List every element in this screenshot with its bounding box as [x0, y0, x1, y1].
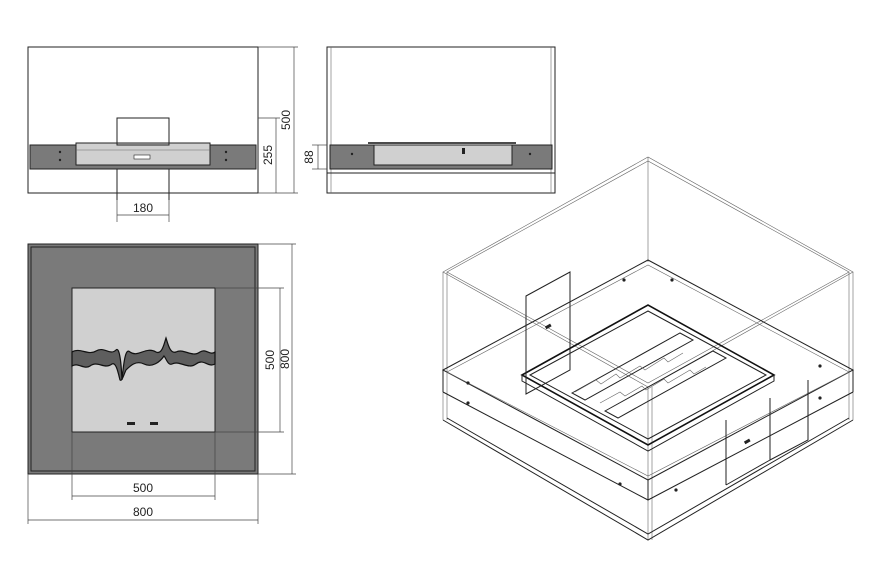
- side-base-height-label: 88: [302, 150, 316, 164]
- front-height-label: 500: [279, 110, 293, 130]
- front-view: 180 500 255: [27, 46, 298, 222]
- top-view-flame: [71, 336, 216, 381]
- side-view: 88: [302, 46, 556, 194]
- side-view-outline: [326, 46, 556, 194]
- top-inner-width-label: 500: [133, 481, 153, 495]
- top-outer-width-label: 800: [133, 505, 153, 519]
- side-view-burner: [373, 144, 513, 166]
- front-view-glass-panel: [116, 117, 170, 146]
- top-inner-height-label: 500: [263, 350, 277, 370]
- top-outer-height-label: 800: [278, 349, 292, 369]
- top-view: 500 800 500 800: [27, 243, 296, 524]
- isometric-view: [441, 156, 855, 541]
- front-base-height-label: 255: [261, 145, 275, 165]
- front-view-outline: [27, 46, 259, 194]
- front-burner-width-label: 180: [133, 201, 153, 215]
- front-view-burner: [75, 142, 211, 166]
